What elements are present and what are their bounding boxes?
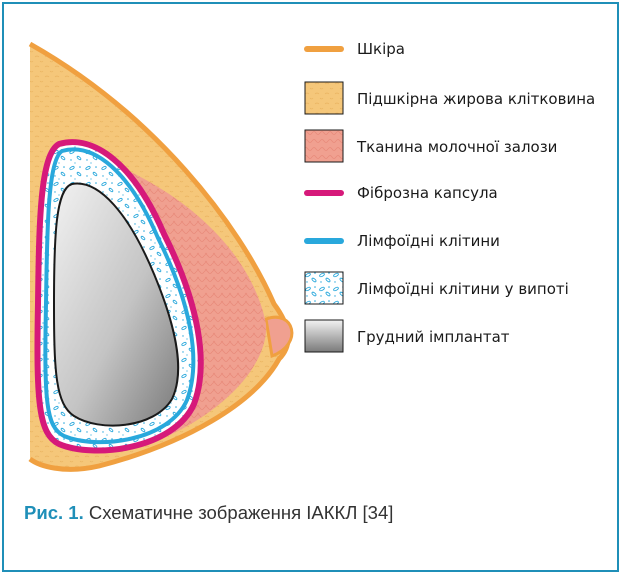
figure-caption: Рис. 1. Схематичне зображення ІАККЛ [34] [24,502,393,524]
legend-label-gland: Тканина молочної залози [357,138,557,156]
legend-label-skin: Шкіра [357,40,405,58]
legend-label-lymphoid: Лімфоїдні клітини [357,232,500,250]
legend-item-fat: Підшкірна жирова клітковина [304,81,614,113]
legend-item-lymphoid: Лімфоїдні клітини [304,226,614,258]
effusion-cells-swatch-icon [304,271,344,305]
legend-item-implant: Грудний імплантат [304,319,614,351]
legend-item-effusion: Лімфоїдні клітини у випоті [304,271,614,303]
legend-item-capsule: Фіброзна капсула [304,178,614,210]
legend-label-effusion: Лімфоїдні клітини у випоті [357,280,569,298]
gland-tissue-swatch-icon [304,129,344,163]
fibrous-capsule-line-swatch-icon [304,178,344,208]
implant-gradient-swatch-icon [304,319,344,353]
legend-item-skin: Шкіра [304,34,614,66]
fat-tissue-swatch-icon [304,81,344,115]
legend-item-gland: Тканина молочної залози [304,129,614,161]
lymphoid-cells-line-swatch-icon [304,226,344,256]
legend-label-fat: Підшкірна жирова клітковина [357,90,595,108]
caption-text: Схематичне зображення ІАККЛ [34] [84,502,394,523]
legend-label-capsule: Фіброзна капсула [357,184,498,202]
skin-line-swatch-icon [304,34,344,64]
figure-label: Рис. 1. [24,502,84,523]
legend-label-implant: Грудний імплантат [357,328,510,346]
